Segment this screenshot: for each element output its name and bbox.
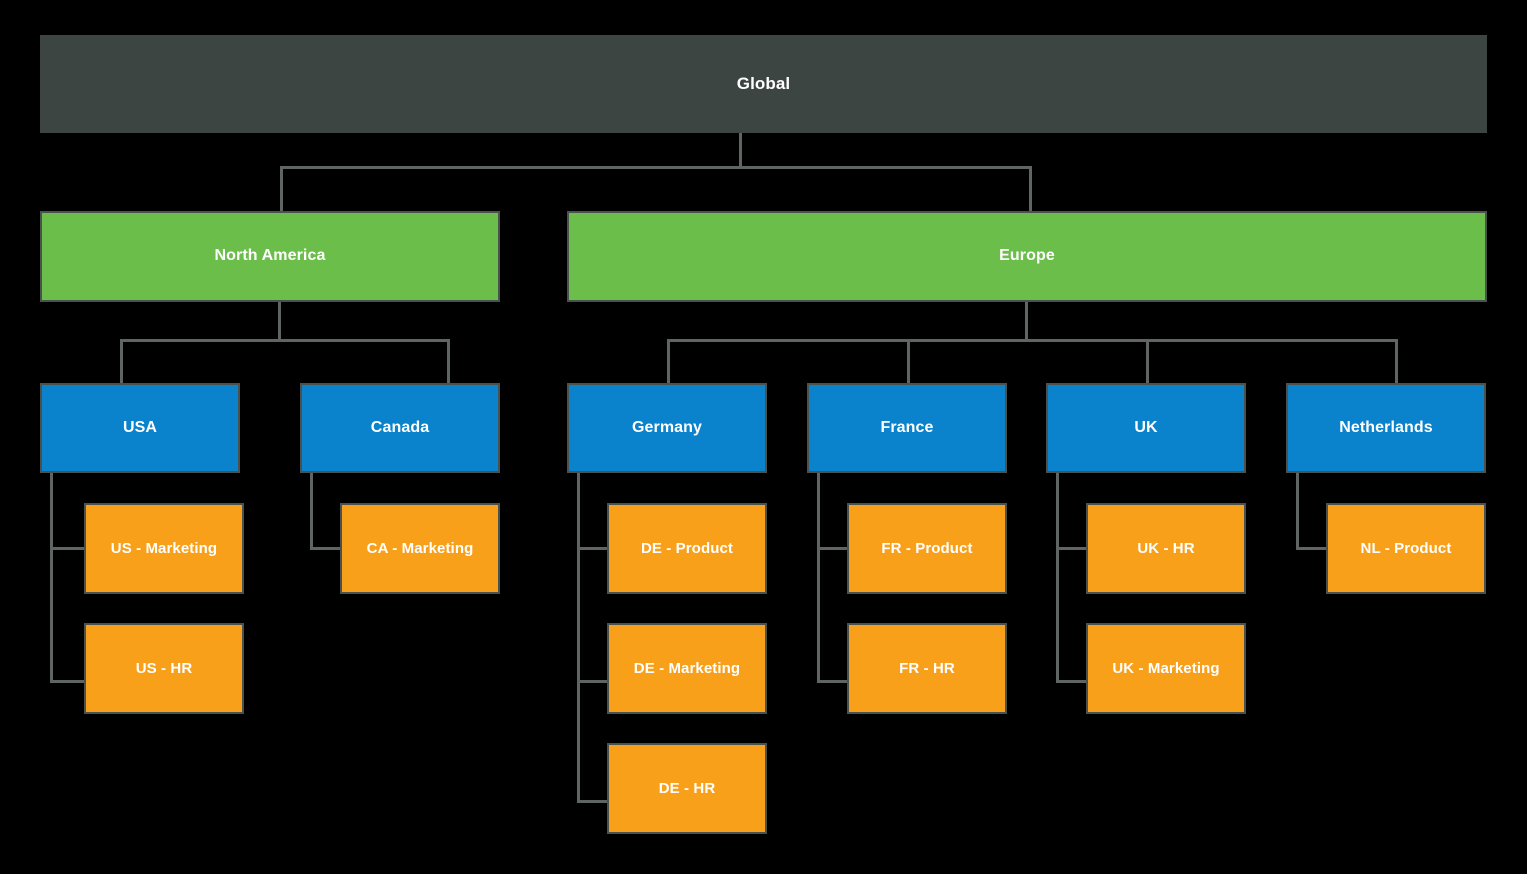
node-usa-label: USA bbox=[122, 418, 158, 436]
connector-north-america-stem bbox=[278, 302, 281, 342]
connector-usa-spine bbox=[50, 473, 53, 683]
connector-global-stem bbox=[739, 133, 742, 169]
connector-uk-to-uk-hr bbox=[1056, 547, 1090, 550]
node-fr-hr[interactable]: FR - HR bbox=[847, 623, 1007, 714]
node-fr-product[interactable]: FR - Product bbox=[847, 503, 1007, 594]
node-global[interactable]: Global bbox=[40, 35, 1487, 133]
node-de-product[interactable]: DE - Product bbox=[607, 503, 767, 594]
node-de-product-label: DE - Product bbox=[640, 539, 734, 557]
node-europe-label: Europe bbox=[999, 247, 1055, 265]
connector-germany-to-de-marketing bbox=[577, 680, 611, 683]
node-north-america-label: North America bbox=[214, 247, 326, 265]
node-de-hr[interactable]: DE - HR bbox=[607, 743, 767, 834]
node-uk-label: UK bbox=[1134, 418, 1158, 436]
node-europe[interactable]: Europe bbox=[567, 211, 1487, 302]
node-us-hr[interactable]: US - HR bbox=[84, 623, 244, 714]
node-us-marketing-label: US - Marketing bbox=[110, 539, 218, 557]
connector-europe-to-netherlands bbox=[1395, 339, 1398, 383]
node-netherlands-label: Netherlands bbox=[1339, 418, 1433, 436]
connector-usa-to-us-hr bbox=[50, 680, 84, 683]
node-global-label: Global bbox=[736, 74, 791, 94]
connector-europe-to-germany bbox=[667, 339, 670, 383]
node-de-marketing-label: DE - Marketing bbox=[633, 659, 741, 677]
node-germany-label: Germany bbox=[631, 418, 703, 436]
connector-europe-to-france bbox=[907, 339, 910, 383]
connector-global-bus bbox=[280, 166, 1032, 169]
node-uk[interactable]: UK bbox=[1046, 383, 1246, 473]
node-ca-marketing[interactable]: CA - Marketing bbox=[340, 503, 500, 594]
node-france[interactable]: France bbox=[807, 383, 1007, 473]
node-nl-product-label: NL - Product bbox=[1360, 539, 1452, 557]
node-canada[interactable]: Canada bbox=[300, 383, 500, 473]
node-france-label: France bbox=[880, 418, 934, 436]
node-fr-product-label: FR - Product bbox=[881, 539, 973, 557]
node-uk-marketing[interactable]: UK - Marketing bbox=[1086, 623, 1246, 714]
node-north-america[interactable]: North America bbox=[40, 211, 500, 302]
node-us-hr-label: US - HR bbox=[135, 659, 193, 677]
node-ca-marketing-label: CA - Marketing bbox=[366, 539, 474, 557]
connector-europe-to-uk bbox=[1146, 339, 1149, 383]
connector-france-to-fr-product bbox=[817, 547, 851, 550]
connector-global-to-north-america bbox=[280, 166, 283, 211]
node-germany[interactable]: Germany bbox=[567, 383, 767, 473]
connector-netherlands-spine bbox=[1296, 473, 1299, 550]
node-uk-hr-label: UK - HR bbox=[1137, 539, 1195, 557]
connector-netherlands-to-nl-product bbox=[1296, 547, 1330, 550]
connector-canada-spine bbox=[310, 473, 313, 550]
connector-europe-bus bbox=[667, 339, 1398, 342]
node-netherlands[interactable]: Netherlands bbox=[1286, 383, 1486, 473]
node-nl-product[interactable]: NL - Product bbox=[1326, 503, 1486, 594]
node-usa[interactable]: USA bbox=[40, 383, 240, 473]
connector-canada-to-ca-marketing bbox=[310, 547, 344, 550]
connector-uk-spine bbox=[1056, 473, 1059, 683]
connector-france-to-fr-hr bbox=[817, 680, 851, 683]
connector-germany-to-de-product bbox=[577, 547, 611, 550]
connector-north-america-to-usa bbox=[120, 339, 123, 383]
connector-global-to-europe bbox=[1029, 166, 1032, 211]
node-uk-hr[interactable]: UK - HR bbox=[1086, 503, 1246, 594]
node-fr-hr-label: FR - HR bbox=[899, 659, 955, 677]
node-de-hr-label: DE - HR bbox=[658, 779, 716, 797]
connector-north-america-bus bbox=[120, 339, 450, 342]
connector-usa-to-us-marketing bbox=[50, 547, 84, 550]
connector-germany-spine bbox=[577, 473, 580, 803]
connector-uk-to-uk-marketing bbox=[1056, 680, 1090, 683]
node-canada-label: Canada bbox=[370, 418, 430, 436]
connector-north-america-to-canada bbox=[447, 339, 450, 383]
node-de-marketing[interactable]: DE - Marketing bbox=[607, 623, 767, 714]
connector-france-spine bbox=[817, 473, 820, 683]
connector-europe-stem bbox=[1025, 302, 1028, 342]
connector-germany-to-de-hr bbox=[577, 800, 611, 803]
node-us-marketing[interactable]: US - Marketing bbox=[84, 503, 244, 594]
node-uk-marketing-label: UK - Marketing bbox=[1112, 659, 1220, 677]
